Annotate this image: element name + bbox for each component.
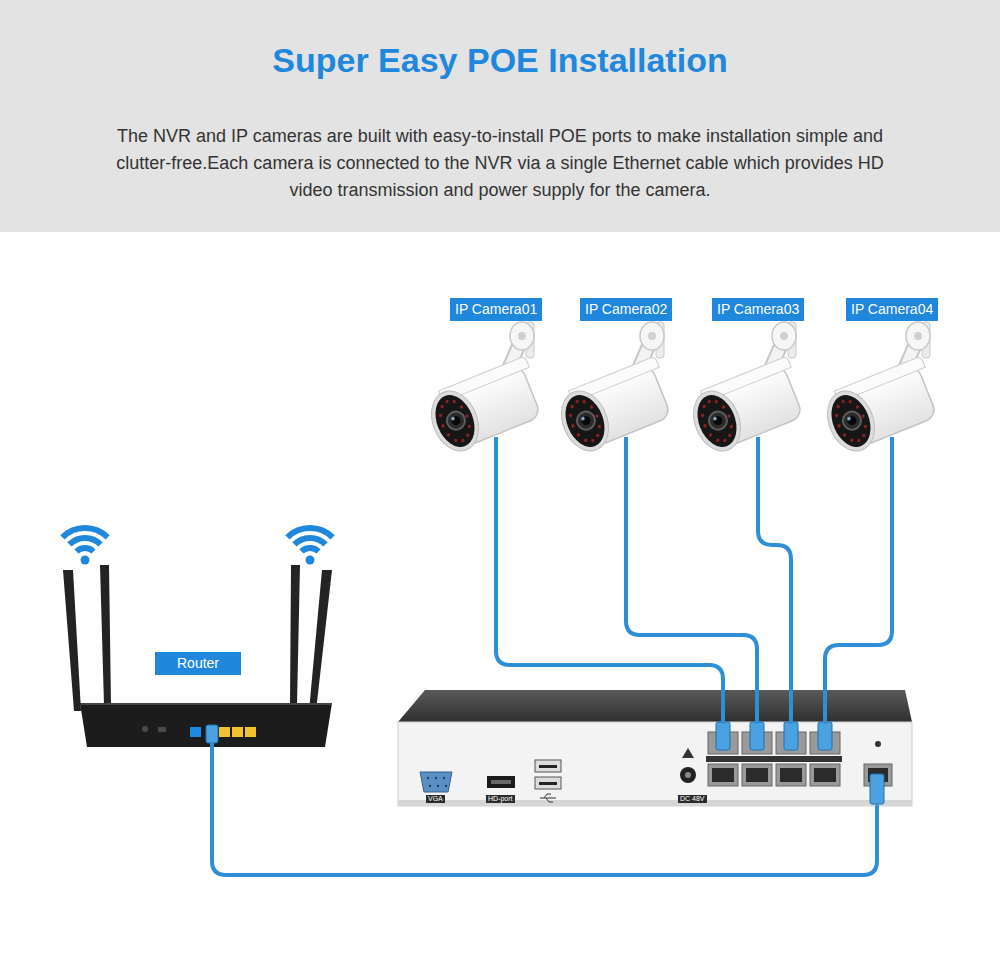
rj45-port <box>708 764 738 786</box>
vga-port <box>420 772 452 792</box>
camera-unit: IP Camera04 <box>806 296 941 462</box>
ethernet-cable <box>212 748 877 875</box>
ethernet-cable <box>626 462 757 722</box>
antenna <box>290 565 300 705</box>
wifi-icon <box>287 528 332 551</box>
router-picture <box>62 528 332 748</box>
rj45-socket <box>814 768 836 782</box>
ethernet-cable <box>496 462 723 722</box>
rj45-port <box>776 764 806 786</box>
antenna <box>63 570 81 711</box>
cable-plug <box>818 722 832 750</box>
lan-port <box>219 727 230 737</box>
ip-camera-picture <box>684 322 811 462</box>
port-label: VGA <box>426 795 445 803</box>
wifi-dot <box>81 556 90 565</box>
power-led <box>875 741 881 747</box>
warning-mark <box>682 748 694 758</box>
ethernet-cable <box>758 462 791 722</box>
usb-symbol-branch <box>546 798 553 802</box>
pin <box>427 777 429 779</box>
rj45-socket <box>712 768 734 782</box>
camera-unit: IP Camera02 <box>540 296 675 462</box>
device-label: Router <box>155 652 241 675</box>
pin <box>437 785 439 787</box>
ip-camera-picture <box>552 322 679 462</box>
title-heading: Super Easy POE Installation <box>0 38 1000 82</box>
pin <box>445 785 447 787</box>
router-button <box>142 726 148 732</box>
lan-port <box>245 727 256 737</box>
ethernet-cable <box>825 462 892 722</box>
router-button <box>158 727 166 732</box>
ip-camera-picture <box>818 322 945 462</box>
hdmi-port <box>487 776 515 788</box>
rj45-port <box>810 764 840 786</box>
usb-port <box>535 777 561 789</box>
hdmi-slot <box>491 780 511 784</box>
wifi-dot <box>306 556 315 565</box>
rj45-port <box>742 764 772 786</box>
nvr-top <box>398 690 912 722</box>
pin <box>429 785 431 787</box>
usb-symbol <box>540 794 556 802</box>
camera-unit: IP Camera03 <box>672 296 807 462</box>
wan-port <box>190 727 201 737</box>
wifi-arc <box>77 548 94 552</box>
description-text: The NVR and IP cameras are built with ea… <box>95 123 905 204</box>
usb-slot <box>539 765 557 768</box>
dc-jack <box>680 767 696 783</box>
wifi-arc <box>287 528 332 537</box>
port-strip <box>706 756 842 762</box>
antenna <box>100 565 111 705</box>
nvr-base <box>398 800 912 806</box>
ip-camera-picture <box>422 322 549 462</box>
pin <box>443 777 445 779</box>
wifi-arc <box>294 538 325 544</box>
port-label: HD-port <box>486 795 515 803</box>
router-body <box>80 703 332 747</box>
nvr-front-panel: VGA HD-port DC 48V <box>398 722 912 806</box>
pin <box>435 777 437 779</box>
dc-pin <box>685 772 691 778</box>
wifi-arc <box>302 548 319 552</box>
wifi-arc <box>69 538 100 544</box>
wifi-icon <box>62 528 107 551</box>
usb-symbol-branch <box>544 794 551 798</box>
usb-slot <box>539 782 557 785</box>
router-unit: Router <box>50 515 340 748</box>
router-edge <box>81 703 331 705</box>
port-label: DC 48V <box>678 795 707 803</box>
rj45-socket <box>780 768 802 782</box>
antenna <box>309 570 332 711</box>
camera-unit: IP Camera01 <box>410 296 545 462</box>
usb-symbol-line <box>540 798 556 799</box>
lan-port <box>232 727 243 737</box>
poe-ports <box>706 722 842 786</box>
device-label: IP Camera04 <box>846 298 938 321</box>
cable-plug <box>716 722 730 750</box>
cable-plug <box>750 722 764 750</box>
rj45-socket <box>746 768 768 782</box>
device-label: IP Camera03 <box>712 298 804 321</box>
cable-plug <box>870 774 884 804</box>
device-label: IP Camera01 <box>450 298 542 321</box>
nvr-picture <box>398 690 912 806</box>
device-label: IP Camera02 <box>580 298 672 321</box>
cable-plug <box>206 725 218 743</box>
usb-port <box>535 760 561 772</box>
vga-pins <box>427 777 447 787</box>
wifi-arc <box>62 528 107 537</box>
nvr-front <box>398 722 912 806</box>
cable-plug <box>784 722 798 750</box>
